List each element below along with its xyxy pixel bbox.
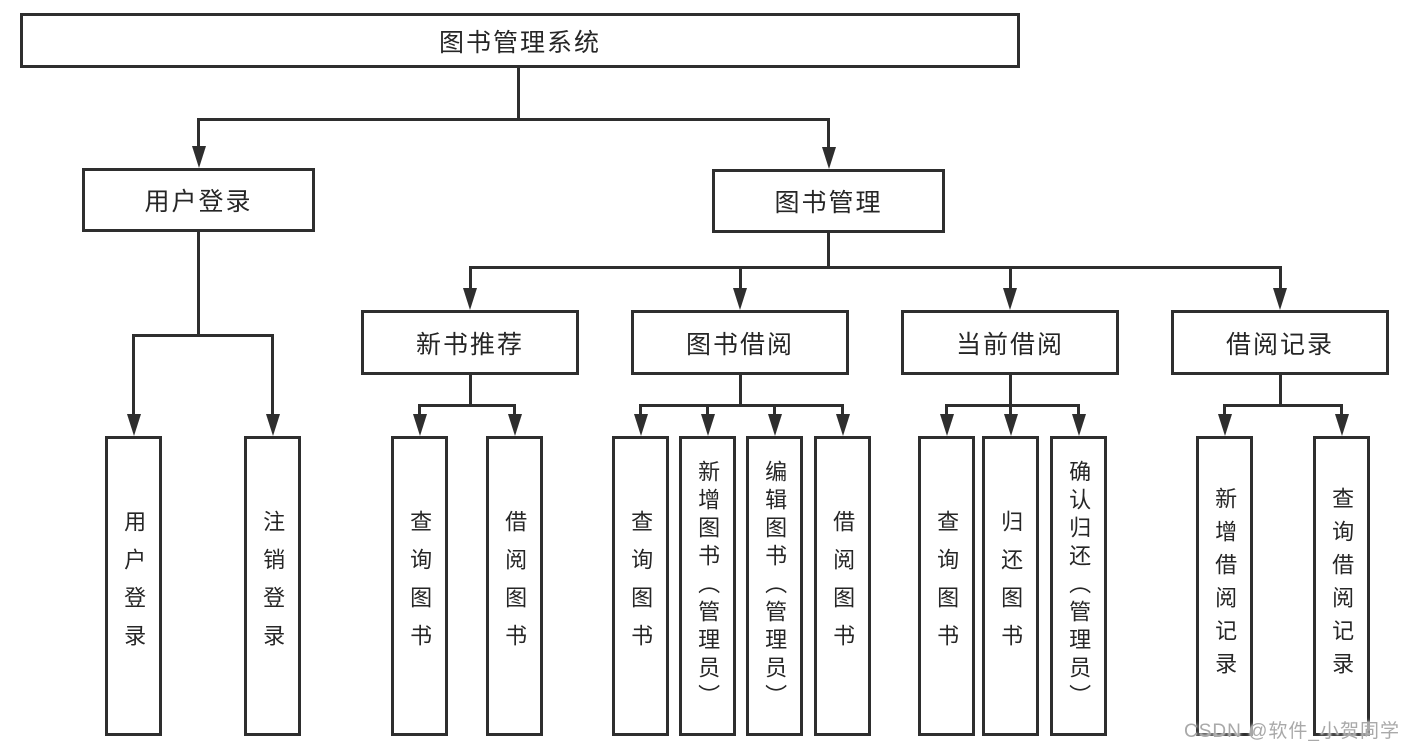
arrowhead-leaf-query1 bbox=[412, 414, 427, 436]
edge-to-leaf-query2 bbox=[639, 404, 642, 416]
leaf-query-books-1: 查询图书 bbox=[391, 436, 448, 736]
edge-to-user-login bbox=[197, 118, 200, 148]
edge-to-leaf-user-login bbox=[132, 334, 135, 416]
leaf-label: 归还图书 bbox=[998, 510, 1024, 662]
leaf-query-borrow-record: 查询借阅记录 bbox=[1313, 436, 1370, 736]
node-root-label: 图书管理系统 bbox=[438, 28, 601, 57]
edge-root-stub bbox=[517, 68, 520, 120]
arrowhead-book-management bbox=[821, 147, 836, 169]
edge-to-leaf-query1 bbox=[418, 404, 421, 416]
edge-to-leaf-edit-books bbox=[773, 404, 776, 416]
leaf-label: 查询图书 bbox=[934, 510, 960, 662]
arrowhead-leaf-borrow1 bbox=[507, 414, 522, 436]
edge-book-management-stub bbox=[827, 233, 830, 268]
node-user-login-label: 用户登录 bbox=[144, 188, 253, 216]
arrowhead-leaf-query-record bbox=[1334, 414, 1349, 436]
edge-to-leaf-return bbox=[1009, 404, 1012, 416]
leaf-label: 查询图书 bbox=[628, 510, 654, 662]
leaf-edit-books-admin: 编辑图书（管理员） bbox=[746, 436, 803, 736]
edge-level2-distributor bbox=[197, 118, 830, 121]
node-book-management: 图书管理 bbox=[712, 169, 945, 233]
node-current-borrow: 当前借阅 bbox=[901, 310, 1119, 375]
node-current-borrow-label: 当前借阅 bbox=[955, 330, 1064, 359]
arrowhead-new-book bbox=[463, 288, 477, 310]
leaf-user-login: 用户登录 bbox=[105, 436, 162, 736]
leaf-label: 借阅图书 bbox=[502, 510, 528, 662]
node-new-book-recommend-label: 新书推荐 bbox=[415, 330, 524, 359]
leaf-borrow-books-2: 借阅图书 bbox=[814, 436, 871, 736]
node-borrow-records-label: 借阅记录 bbox=[1225, 330, 1334, 359]
edge-borrow-records-distributor bbox=[1223, 404, 1343, 407]
edge-to-leaf-borrow1 bbox=[513, 404, 516, 416]
edge-to-new-book bbox=[468, 266, 472, 290]
leaf-return-books: 归还图书 bbox=[982, 436, 1039, 736]
edge-new-book-distributor bbox=[418, 404, 516, 407]
node-borrow-records: 借阅记录 bbox=[1171, 310, 1389, 375]
watermark: CSDN @软件_小贺同学 bbox=[1184, 721, 1400, 742]
edge-new-book-stub bbox=[468, 375, 472, 406]
edge-to-current-borrow bbox=[1008, 266, 1012, 290]
edge-to-book-borrow bbox=[738, 266, 742, 290]
edge-to-leaf-borrow2 bbox=[841, 404, 844, 416]
node-user-login: 用户登录 bbox=[82, 168, 315, 232]
edge-current-borrow-distributor bbox=[945, 404, 1080, 407]
leaf-query-books-3: 查询图书 bbox=[918, 436, 975, 736]
edge-to-leaf-add-record bbox=[1223, 404, 1226, 416]
leaf-label: 新增借阅记录 bbox=[1212, 487, 1238, 685]
leaf-label: 用户登录 bbox=[121, 510, 147, 662]
arrowhead-leaf-borrow2 bbox=[835, 414, 850, 436]
node-book-management-label: 图书管理 bbox=[774, 189, 883, 217]
arrowhead-leaf-logout bbox=[265, 414, 280, 436]
node-book-borrow-label: 图书借阅 bbox=[685, 330, 794, 359]
leaf-label: 借阅图书 bbox=[830, 510, 856, 662]
edge-to-leaf-query3 bbox=[945, 404, 948, 416]
node-new-book-recommend: 新书推荐 bbox=[361, 310, 579, 375]
arrowhead-leaf-user-login bbox=[126, 414, 141, 436]
edge-level3-distributor bbox=[468, 266, 1282, 269]
arrowhead-leaf-add-books bbox=[700, 414, 715, 436]
edge-borrow-records-stub bbox=[1278, 375, 1282, 406]
edge-to-borrow-records bbox=[1278, 266, 1282, 290]
leaf-label: 编辑图书（管理员） bbox=[762, 460, 788, 712]
arrowhead-borrow-records bbox=[1273, 288, 1287, 310]
edge-to-leaf-logout bbox=[271, 334, 274, 416]
arrowhead-leaf-confirm-return bbox=[1071, 414, 1086, 436]
arrowhead-leaf-return bbox=[1003, 414, 1018, 436]
leaf-label: 查询借阅记录 bbox=[1329, 487, 1355, 685]
leaf-label: 注销登录 bbox=[260, 510, 286, 662]
edge-user-login-stub bbox=[197, 232, 200, 336]
arrowhead-book-borrow bbox=[733, 288, 747, 310]
edge-to-leaf-confirm-return bbox=[1077, 404, 1080, 416]
leaf-query-books-2: 查询图书 bbox=[612, 436, 669, 736]
edge-to-leaf-query-record bbox=[1340, 404, 1343, 416]
edge-current-borrow-stub bbox=[1008, 375, 1012, 406]
edge-to-book-management bbox=[827, 118, 830, 149]
arrowhead-leaf-edit-books bbox=[767, 414, 782, 436]
node-book-borrow: 图书借阅 bbox=[631, 310, 849, 375]
leaf-logout: 注销登录 bbox=[244, 436, 301, 736]
leaf-add-borrow-record: 新增借阅记录 bbox=[1196, 436, 1253, 736]
edge-user-login-distributor bbox=[132, 334, 274, 337]
edge-book-borrow-stub bbox=[738, 375, 742, 406]
arrowhead-leaf-add-record bbox=[1217, 414, 1232, 436]
leaf-add-books-admin: 新增图书（管理员） bbox=[679, 436, 736, 736]
edge-to-leaf-add-books bbox=[706, 404, 709, 416]
leaf-label: 确认归还（管理员） bbox=[1066, 460, 1092, 712]
edge-book-borrow-distributor bbox=[639, 404, 844, 407]
leaf-borrow-books-1: 借阅图书 bbox=[486, 436, 543, 736]
arrowhead-user-login bbox=[191, 146, 206, 168]
leaf-label: 查询图书 bbox=[407, 510, 433, 662]
arrowhead-current-borrow bbox=[1003, 288, 1017, 310]
leaf-confirm-return-admin: 确认归还（管理员） bbox=[1050, 436, 1107, 736]
arrowhead-leaf-query2 bbox=[633, 414, 648, 436]
arrowhead-leaf-query3 bbox=[939, 414, 954, 436]
leaf-label: 新增图书（管理员） bbox=[695, 460, 721, 712]
node-root: 图书管理系统 bbox=[20, 13, 1020, 68]
